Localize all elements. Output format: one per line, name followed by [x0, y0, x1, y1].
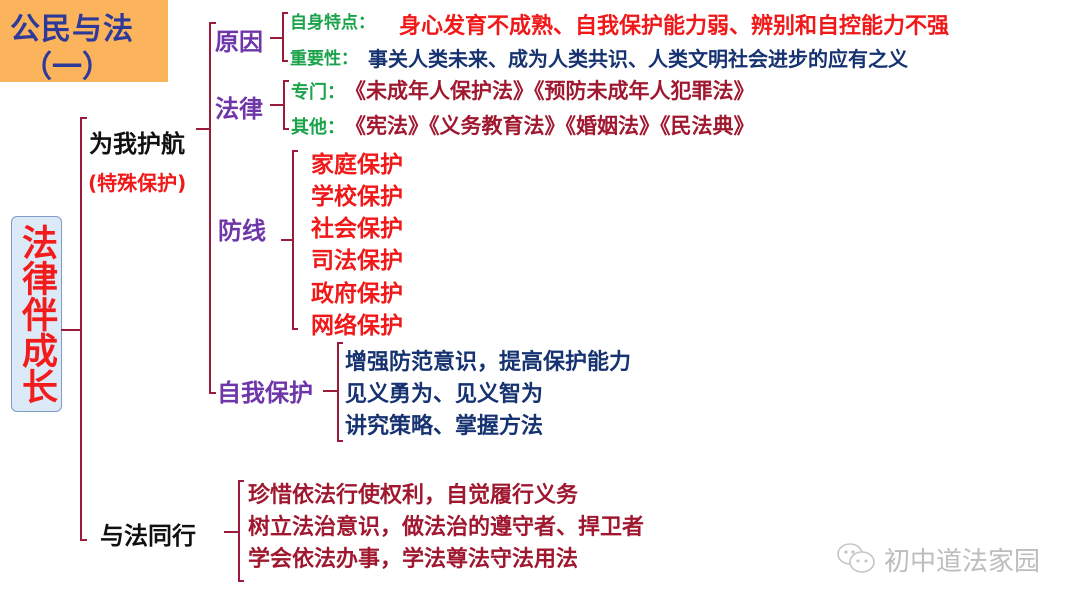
defense-item: 司法保护	[311, 248, 403, 274]
branch-law-together-label: 与法同行	[100, 522, 196, 550]
category-defense: 防线	[218, 217, 266, 245]
protect-connector	[196, 128, 209, 130]
defense-item: 社会保护	[311, 216, 403, 242]
reason-bracket-bottom	[282, 60, 288, 62]
law-value-1: 《未成年人保护法》《预防未成年人犯罪法》	[345, 79, 755, 103]
level1-bracket	[80, 117, 82, 541]
watermark-text: 初中道法家园	[884, 547, 1041, 577]
self-protection-item: 增强防范意识，提高保护能力	[345, 350, 632, 375]
law-together-item: 学会依法办事，学法尊法守法用法	[248, 547, 579, 572]
reason-key-1: 自身特点：	[290, 13, 375, 33]
self-protection-item: 讲究策略、掌握方法	[345, 414, 544, 439]
self-protection-item: 见义勇为、见义智为	[345, 382, 544, 407]
level2-bracket-top	[209, 22, 216, 24]
law-key-2: 其他：	[291, 117, 345, 138]
self-protection-bracket-top	[337, 342, 343, 344]
branch-protect-note: (特殊保护)	[88, 171, 187, 195]
category-reason: 原因	[215, 28, 263, 56]
law-together-connector	[224, 531, 238, 533]
wechat-icon	[836, 542, 878, 578]
reason-connector	[270, 37, 282, 39]
self-protection-bracket-bottom	[337, 440, 343, 442]
law-connector	[270, 104, 283, 106]
root-label: 法律伴成长	[16, 224, 57, 404]
level1-bracket-top	[80, 117, 87, 119]
reason-value-2: 事关人类未来、成为人类共识、人类文明社会进步的应有之义	[368, 47, 908, 71]
law-bracket-top	[283, 80, 289, 82]
law-together-bracket-top	[238, 480, 244, 482]
reason-bracket-top	[282, 12, 288, 14]
defense-item: 学校保护	[311, 184, 403, 210]
level1-bracket-bottom	[80, 539, 87, 541]
defense-item: 网络保护	[311, 313, 403, 339]
root-node: 法律伴成长	[11, 216, 62, 412]
watermark: 初中道法家园	[836, 541, 1040, 578]
category-self-protection: 自我保护	[217, 379, 313, 407]
title-line2: （一）	[22, 50, 112, 85]
law-together-item: 珍惜依法行使权利，自觉履行义务	[248, 483, 579, 508]
self-protection-connector	[323, 390, 337, 392]
category-law: 法律	[215, 95, 263, 123]
defense-connector	[281, 239, 293, 241]
level2-bracket	[209, 22, 211, 394]
law-together-bracket	[238, 480, 240, 582]
reason-key-2: 重要性：	[290, 49, 358, 69]
law-value-2: 《宪法》《义务教育法》《婚姻法》《民法典》	[345, 114, 755, 138]
title-box: 公民与法 （一）	[0, 0, 168, 85]
self-protection-bracket	[337, 342, 339, 442]
law-together-item: 树立法治意识，做法治的遵守者、捍卫者	[248, 515, 645, 540]
defense-item: 家庭保护	[311, 152, 403, 178]
defense-bracket-top	[292, 150, 298, 152]
root-connector	[61, 329, 80, 331]
reason-value-1: 身心发育不成熟、自我保护能力弱、辨别和自控能力不强	[399, 14, 950, 39]
law-together-bracket-bottom	[238, 580, 244, 582]
law-bracket-bottom	[283, 128, 289, 130]
defense-bracket-bottom	[292, 328, 298, 330]
defense-item: 政府保护	[311, 281, 403, 307]
defense-bracket	[292, 150, 294, 330]
reason-bracket	[282, 12, 284, 62]
law-bracket	[283, 80, 285, 130]
branch-protect-label: 为我护航	[89, 130, 185, 158]
level2-bracket-bottom	[209, 392, 216, 394]
law-key-1: 专门：	[291, 82, 345, 103]
title-line1: 公民与法	[10, 12, 134, 47]
